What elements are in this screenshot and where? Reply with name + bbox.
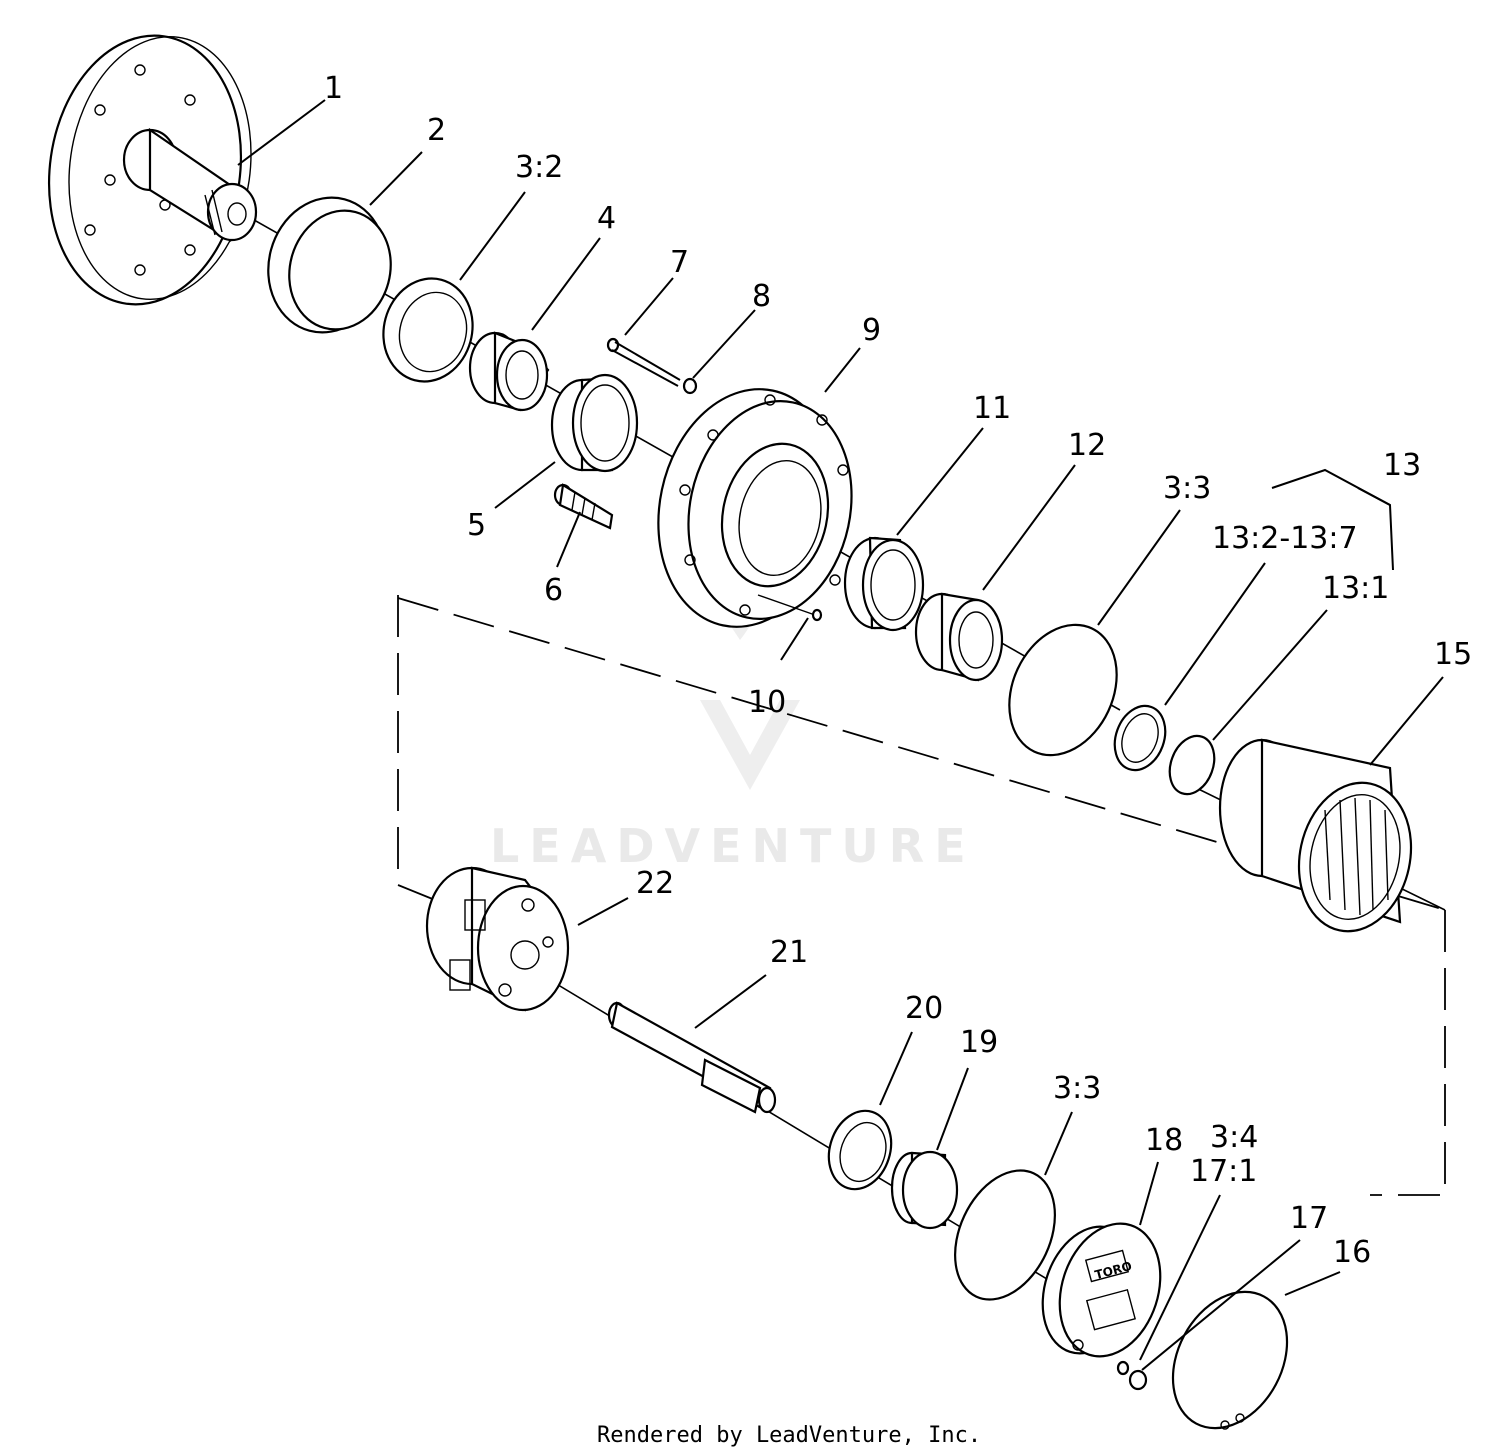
callout-13: 13 bbox=[1383, 448, 1421, 483]
callout-10: 10 bbox=[748, 685, 786, 720]
part-3-2-washer bbox=[382, 277, 474, 383]
part-12-bearing-cone bbox=[914, 592, 1004, 682]
part-21-input-shaft bbox=[607, 1001, 777, 1114]
callout-22: 22 bbox=[636, 866, 674, 901]
callout-20: 20 bbox=[905, 991, 943, 1026]
callout-19: 19 bbox=[960, 1025, 998, 1060]
callout-1: 1 bbox=[324, 71, 343, 106]
callout-labels: 1 2 3:2 4 7 8 9 5 6 11 12 3:3 13 13:2-13… bbox=[324, 71, 1472, 1270]
callout-15: 15 bbox=[1434, 637, 1472, 672]
callout-16: 16 bbox=[1333, 1235, 1371, 1270]
footer-credit: Rendered by LeadVenture, Inc. bbox=[597, 1423, 981, 1448]
part-6-stud bbox=[553, 483, 614, 530]
watermark-text: LEADVENTURE bbox=[490, 819, 976, 873]
part-19-thrust-plug bbox=[890, 1150, 959, 1230]
callout-11: 11 bbox=[973, 391, 1011, 426]
callout-6: 6 bbox=[544, 573, 563, 608]
callout-3-2: 3:2 bbox=[515, 150, 563, 185]
part-4-bearing-cone bbox=[468, 331, 550, 412]
phantom-connection-line bbox=[397, 595, 1446, 1196]
callout-12: 12 bbox=[1068, 428, 1106, 463]
part-13-1-snap-ring bbox=[1168, 734, 1216, 796]
callout-13-2-13-7: 13:2-13:7 bbox=[1212, 521, 1358, 556]
callout-8: 8 bbox=[752, 279, 771, 314]
part-15-ring-gear bbox=[1218, 738, 1413, 933]
callout-17-1: 17:1 bbox=[1190, 1154, 1257, 1189]
callout-9: 9 bbox=[862, 313, 881, 348]
part-1-wheel-shaft bbox=[47, 34, 258, 306]
callout-21: 21 bbox=[770, 935, 808, 970]
callout-7: 7 bbox=[670, 245, 689, 280]
part-20-thrust-washer bbox=[827, 1109, 893, 1191]
part-8-washer bbox=[682, 377, 698, 395]
part-7-bolt bbox=[606, 337, 681, 387]
callout-2: 2 bbox=[427, 113, 446, 148]
part-5-bearing-cup bbox=[550, 373, 639, 473]
part-13-2-13-7-ring bbox=[1113, 704, 1167, 772]
callout-13-1: 13:1 bbox=[1322, 571, 1389, 606]
callout-3-3-upper: 3:3 bbox=[1163, 471, 1211, 506]
part-9-hub bbox=[657, 388, 853, 628]
part-18-end-cover: TORO bbox=[1041, 1222, 1162, 1358]
callout-leader-lines bbox=[237, 99, 1444, 1371]
part-17-screw bbox=[1116, 1360, 1148, 1391]
part-22-planet-carrier bbox=[425, 866, 570, 1012]
part-3-3-o-ring-upper bbox=[1008, 623, 1118, 757]
callout-3-3-lower: 3:3 bbox=[1053, 1071, 1101, 1106]
callout-17: 17 bbox=[1290, 1201, 1328, 1236]
callout-4: 4 bbox=[597, 201, 616, 236]
callout-3-4: 3:4 bbox=[1210, 1120, 1258, 1155]
part-11-bearing-cup bbox=[843, 536, 925, 632]
part-3-3-o-ring-lower bbox=[954, 1169, 1056, 1301]
part-2-seal bbox=[267, 196, 392, 334]
callout-18: 18 bbox=[1145, 1123, 1183, 1158]
callout-5: 5 bbox=[467, 508, 486, 543]
